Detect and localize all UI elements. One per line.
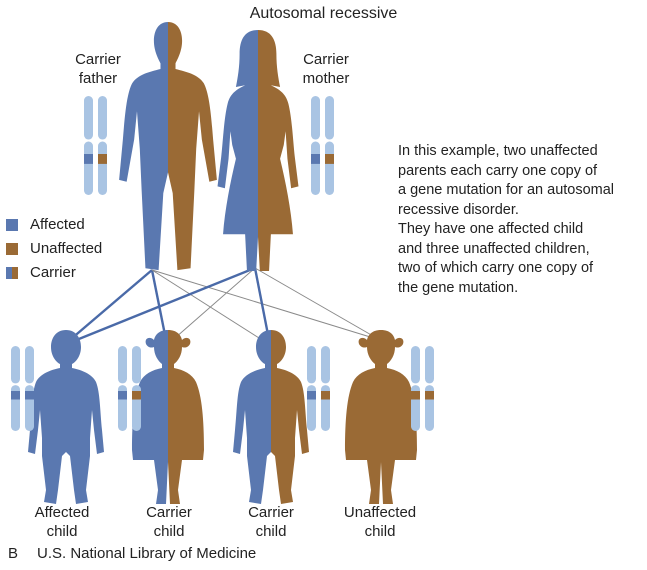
child-4-chromosome-pair (411, 346, 434, 431)
carrier-child-2-figure (233, 330, 309, 504)
father-chromosome-pair (84, 96, 107, 195)
father-figure (119, 22, 217, 271)
panel-letter: B (8, 545, 19, 562)
carrier-child-1-figure (132, 330, 204, 504)
legend-affected-label: Affected (30, 216, 85, 233)
credit-line: U.S. National Library of Medicine (37, 545, 257, 562)
legend-affected-swatch (6, 219, 18, 231)
inheritance-line (151, 269, 381, 341)
inheritance-line (63, 269, 153, 346)
mother-label: Carrier mother (302, 51, 350, 87)
child-2-chromosome-pair (118, 346, 141, 431)
description-text: In this example, two unaffected parents … (398, 143, 615, 296)
inheritance-line (166, 267, 256, 346)
inheritance-lines (63, 266, 381, 347)
mother-figure (217, 30, 299, 272)
legend-unaffected-swatch (6, 243, 18, 255)
inheritance-line (254, 267, 381, 341)
legend-carrier-label: Carrier (30, 264, 76, 281)
legend-carrier-swatch (6, 267, 18, 279)
child-1-chromosome-pair (11, 346, 34, 431)
diagram-title: Autosomal recessive (249, 5, 398, 22)
legend-unaffected-label: Unaffected (30, 240, 103, 257)
mother-chromosome-pair (311, 96, 334, 195)
affected-child-figure (28, 330, 104, 504)
unaffected-child-figure (345, 330, 417, 504)
child-3-chromosome-pair (307, 346, 330, 431)
inheritance-line (151, 269, 271, 346)
inheritance-line (63, 266, 256, 347)
father-label: Carrier father (75, 51, 121, 87)
